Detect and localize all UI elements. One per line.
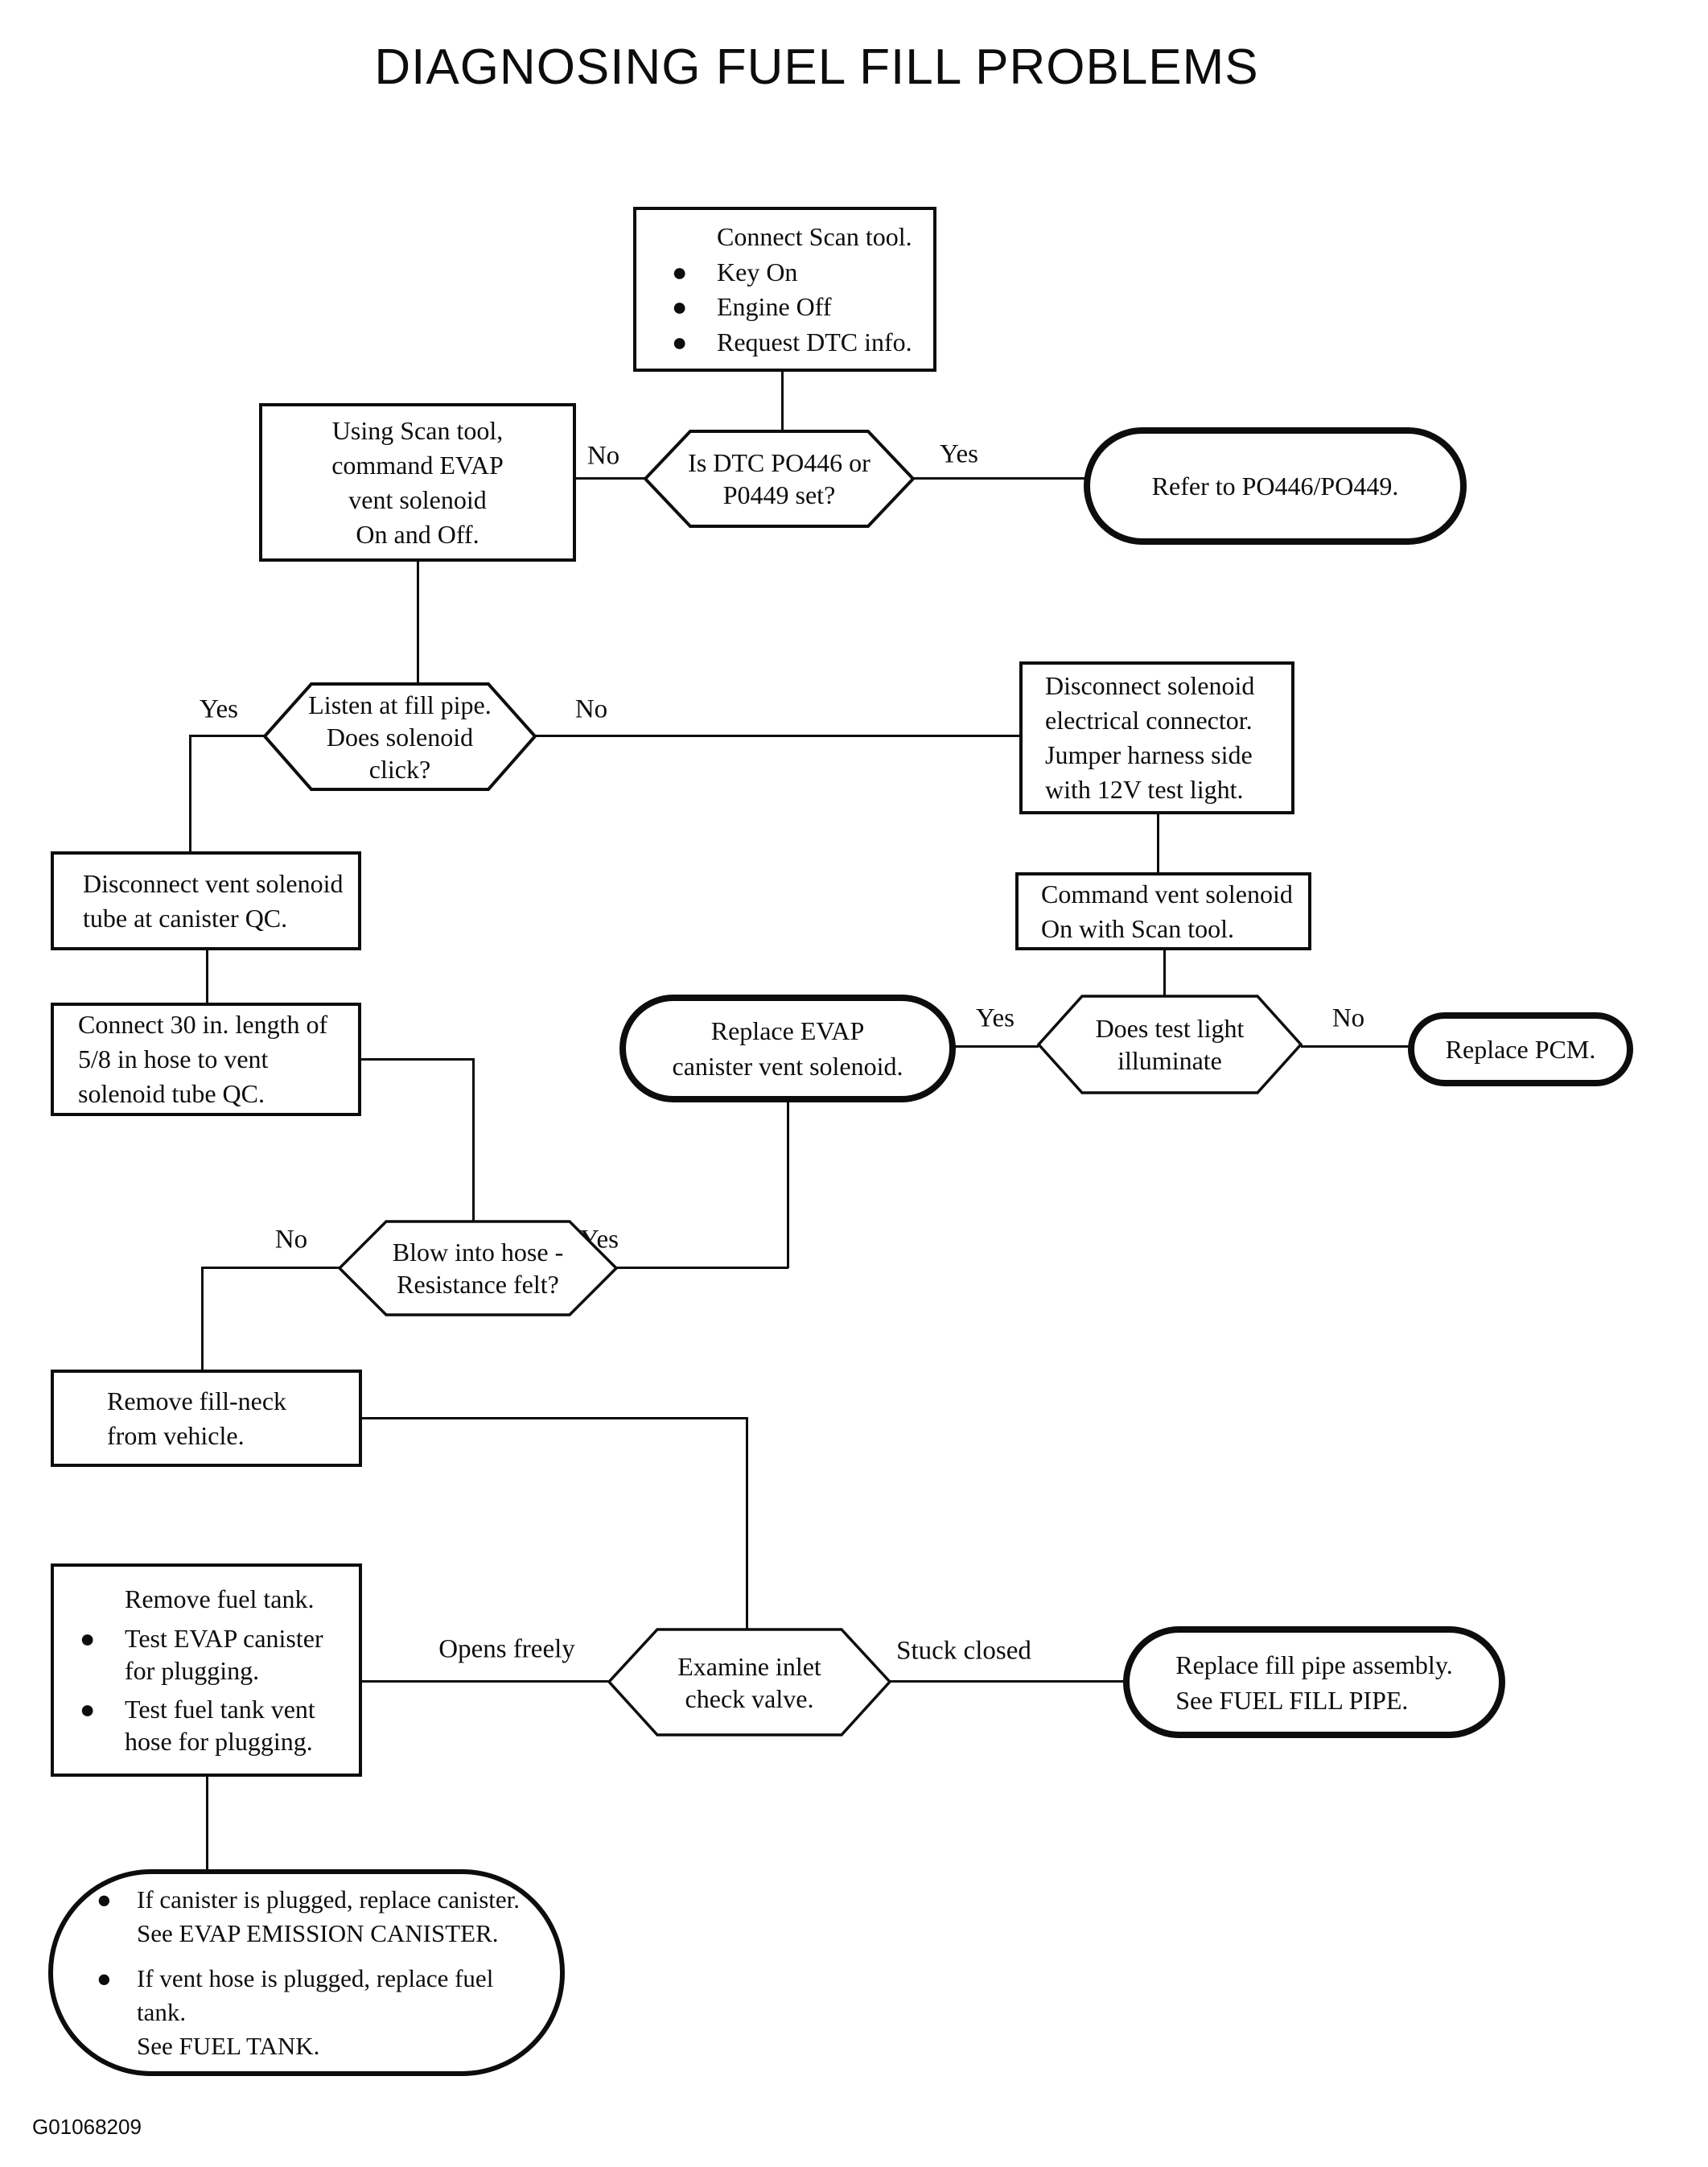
node-text: Remove fuel tank. [125, 1584, 315, 1614]
connector-line [189, 735, 191, 853]
node-text: Replace PCM. [1445, 1035, 1596, 1064]
hexagon-shape [338, 1220, 618, 1316]
bullet-dot: ● [672, 292, 688, 322]
edge-label-yes-testlight: Yes [975, 1003, 1015, 1033]
decision-listen-fill-pipe: Listen at fill pipe. Does solenoid click… [263, 682, 537, 791]
node-text: Replace EVAP canister vent solenoid. [672, 1016, 903, 1081]
node-text: Examine inlet check valve. [677, 1651, 821, 1713]
bullet-item: ●Engine Off [672, 292, 832, 322]
connector-line [890, 1680, 1126, 1683]
connector-line [1157, 814, 1159, 874]
node-text: Connect Scan tool. [717, 222, 912, 252]
bullet-dot: ● [97, 1963, 112, 1992]
terminal-replace-evap-solenoid: Replace EVAP canister vent solenoid. [619, 995, 956, 1102]
page-title: DIAGNOSING FUEL FILL PROBLEMS [374, 39, 1259, 95]
decision-blow-into-hose: Blow into hose - Resistance felt? [338, 1220, 618, 1316]
node-text: Command vent solenoid On with Scan tool. [1041, 879, 1293, 943]
node-text: Is DTC PO446 or P0449 set? [688, 448, 870, 509]
bullet-dot: ● [97, 1885, 112, 1914]
hexagon-shape [607, 1628, 891, 1736]
terminal-replace-pcm: Replace PCM. [1408, 1012, 1633, 1086]
node-text: Disconnect solenoid electrical connector… [1045, 671, 1255, 804]
decision-is-dtc-set: Is DTC PO446 or P0449 set? [644, 430, 915, 528]
bullet-dot: ● [672, 257, 688, 286]
connector-line [574, 477, 645, 480]
terminal-refer-po446: Refer to PO446/PO449. [1084, 427, 1467, 545]
edge-label-yes-click: Yes [199, 694, 239, 724]
edge-label-stuck-closed: Stuck closed [896, 1636, 1031, 1666]
process-disconnect-solenoid-connector: Disconnect solenoid electrical connector… [1019, 661, 1294, 814]
terminal-final-actions: ●If canister is plugged, replace caniste… [48, 1869, 565, 2076]
edge-label-no-click: No [574, 694, 608, 724]
node-text: Connect 30 in. length of 5/8 in hose to … [78, 1010, 328, 1108]
process-disconnect-vent-tube: Disconnect vent solenoid tube at caniste… [51, 851, 361, 950]
bullet-dot: ● [80, 1623, 96, 1653]
connector-line [616, 1267, 788, 1269]
process-command-vent-solenoid: Command vent solenoid On with Scan tool. [1015, 872, 1311, 950]
bullet-item: ●If canister is plugged, replace caniste… [85, 1883, 536, 1951]
connector-line [189, 735, 265, 737]
node-text: Blow into hose - Resistance felt? [392, 1238, 564, 1299]
node-text: Disconnect vent solenoid tube at caniste… [83, 868, 344, 933]
bullet-item: ●Request DTC info. [672, 327, 912, 356]
connector-line [360, 1680, 610, 1683]
connector-line [1301, 1045, 1410, 1048]
connector-line [781, 372, 784, 432]
node-text: Remove fill-neck from vehicle. [107, 1386, 287, 1450]
node-text: Replace fill pipe assembly. See FUEL FIL… [1175, 1650, 1453, 1715]
terminal-replace-fill-pipe: Replace fill pipe assembly. See FUEL FIL… [1123, 1626, 1505, 1738]
process-connect-hose: Connect 30 in. length of 5/8 in hose to … [51, 1003, 361, 1116]
node-text: Does test light illuminate [1095, 1014, 1245, 1075]
connector-line [201, 1267, 204, 1371]
node-text: Using Scan tool, command EVAP vent solen… [331, 415, 504, 549]
hexagon-shape [1037, 995, 1303, 1094]
edge-label-no-testlight: No [1331, 1003, 1365, 1033]
hexagon-shape [644, 430, 915, 528]
edge-label-yes-dtc: Yes [939, 439, 979, 469]
figure-code: G01068209 [32, 2115, 142, 2139]
connector-line [787, 1101, 789, 1268]
bullet-item: ●If vent hose is plugged, replace fuel t… [85, 1962, 536, 2063]
connector-line [1163, 950, 1166, 996]
bullet-item: ●Test EVAP canister for plugging. [80, 1623, 323, 1685]
bullet-dot: ● [80, 1694, 96, 1724]
connector-line [417, 562, 419, 684]
bullet-dot: ● [672, 327, 688, 356]
process-remove-fill-neck: Remove fill-neck from vehicle. [51, 1370, 362, 1467]
edge-label-no-resistance: No [274, 1225, 308, 1254]
node-text: Listen at fill pipe. Does solenoid click… [308, 690, 492, 784]
decision-examine-inlet-check-valve: Examine inlet check valve. [607, 1628, 891, 1736]
node-text: Refer to PO446/PO449. [1151, 472, 1399, 501]
connector-line [954, 1045, 1039, 1048]
process-remove-fuel-tank: Remove fuel tank. ●Test EVAP canister fo… [51, 1563, 362, 1777]
connector-line [360, 1058, 475, 1061]
connector-line [472, 1058, 475, 1224]
bullet-item: ●Test fuel tank vent hose for plugging. [80, 1694, 315, 1756]
connector-line [206, 1777, 208, 1877]
connector-line [201, 1267, 340, 1269]
edge-label-no-dtc: No [586, 441, 620, 471]
decision-does-test-light-illuminate: Does test light illuminate [1037, 995, 1303, 1094]
connector-line [360, 1417, 748, 1419]
process-connect-scan-tool: Connect Scan tool. ●Key On ●Engine Off ●… [633, 207, 936, 372]
bullet-item: ●Key On [672, 257, 798, 286]
hexagon-shape [263, 682, 537, 791]
connector-line [206, 950, 208, 1004]
edge-label-opens-freely: Opens freely [438, 1634, 575, 1664]
connector-line [535, 735, 1021, 737]
connector-line [746, 1417, 748, 1631]
connector-line [913, 477, 1085, 480]
process-using-scan-tool: Using Scan tool, command EVAP vent solen… [259, 403, 576, 562]
